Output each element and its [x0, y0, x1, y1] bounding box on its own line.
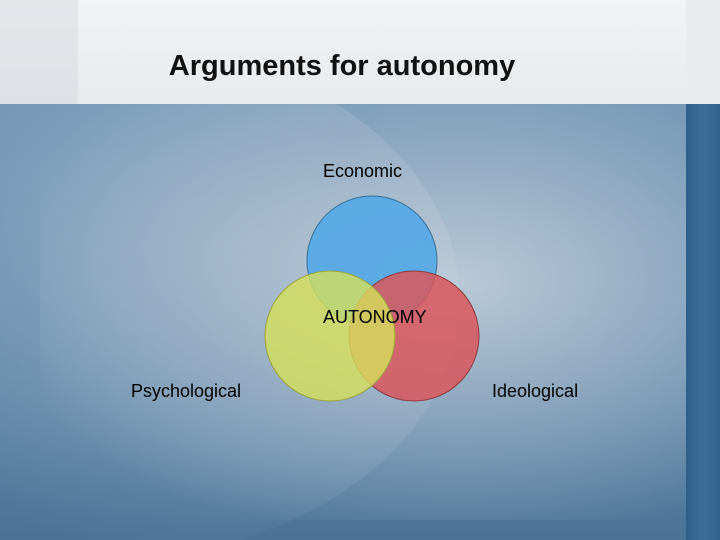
header-band-left — [0, 0, 78, 104]
venn-label-economic: Economic — [323, 161, 403, 181]
accent-strip-top — [686, 0, 720, 104]
venn-label-center: AUTONOMY — [323, 307, 427, 327]
venn-label-ideological: Ideological — [492, 381, 579, 401]
venn-circle-psychological — [264, 270, 396, 402]
venn-label-psychological: Psychological — [131, 381, 242, 401]
page-title: Arguments for autonomy — [168, 50, 516, 82]
header-band — [78, 0, 686, 104]
